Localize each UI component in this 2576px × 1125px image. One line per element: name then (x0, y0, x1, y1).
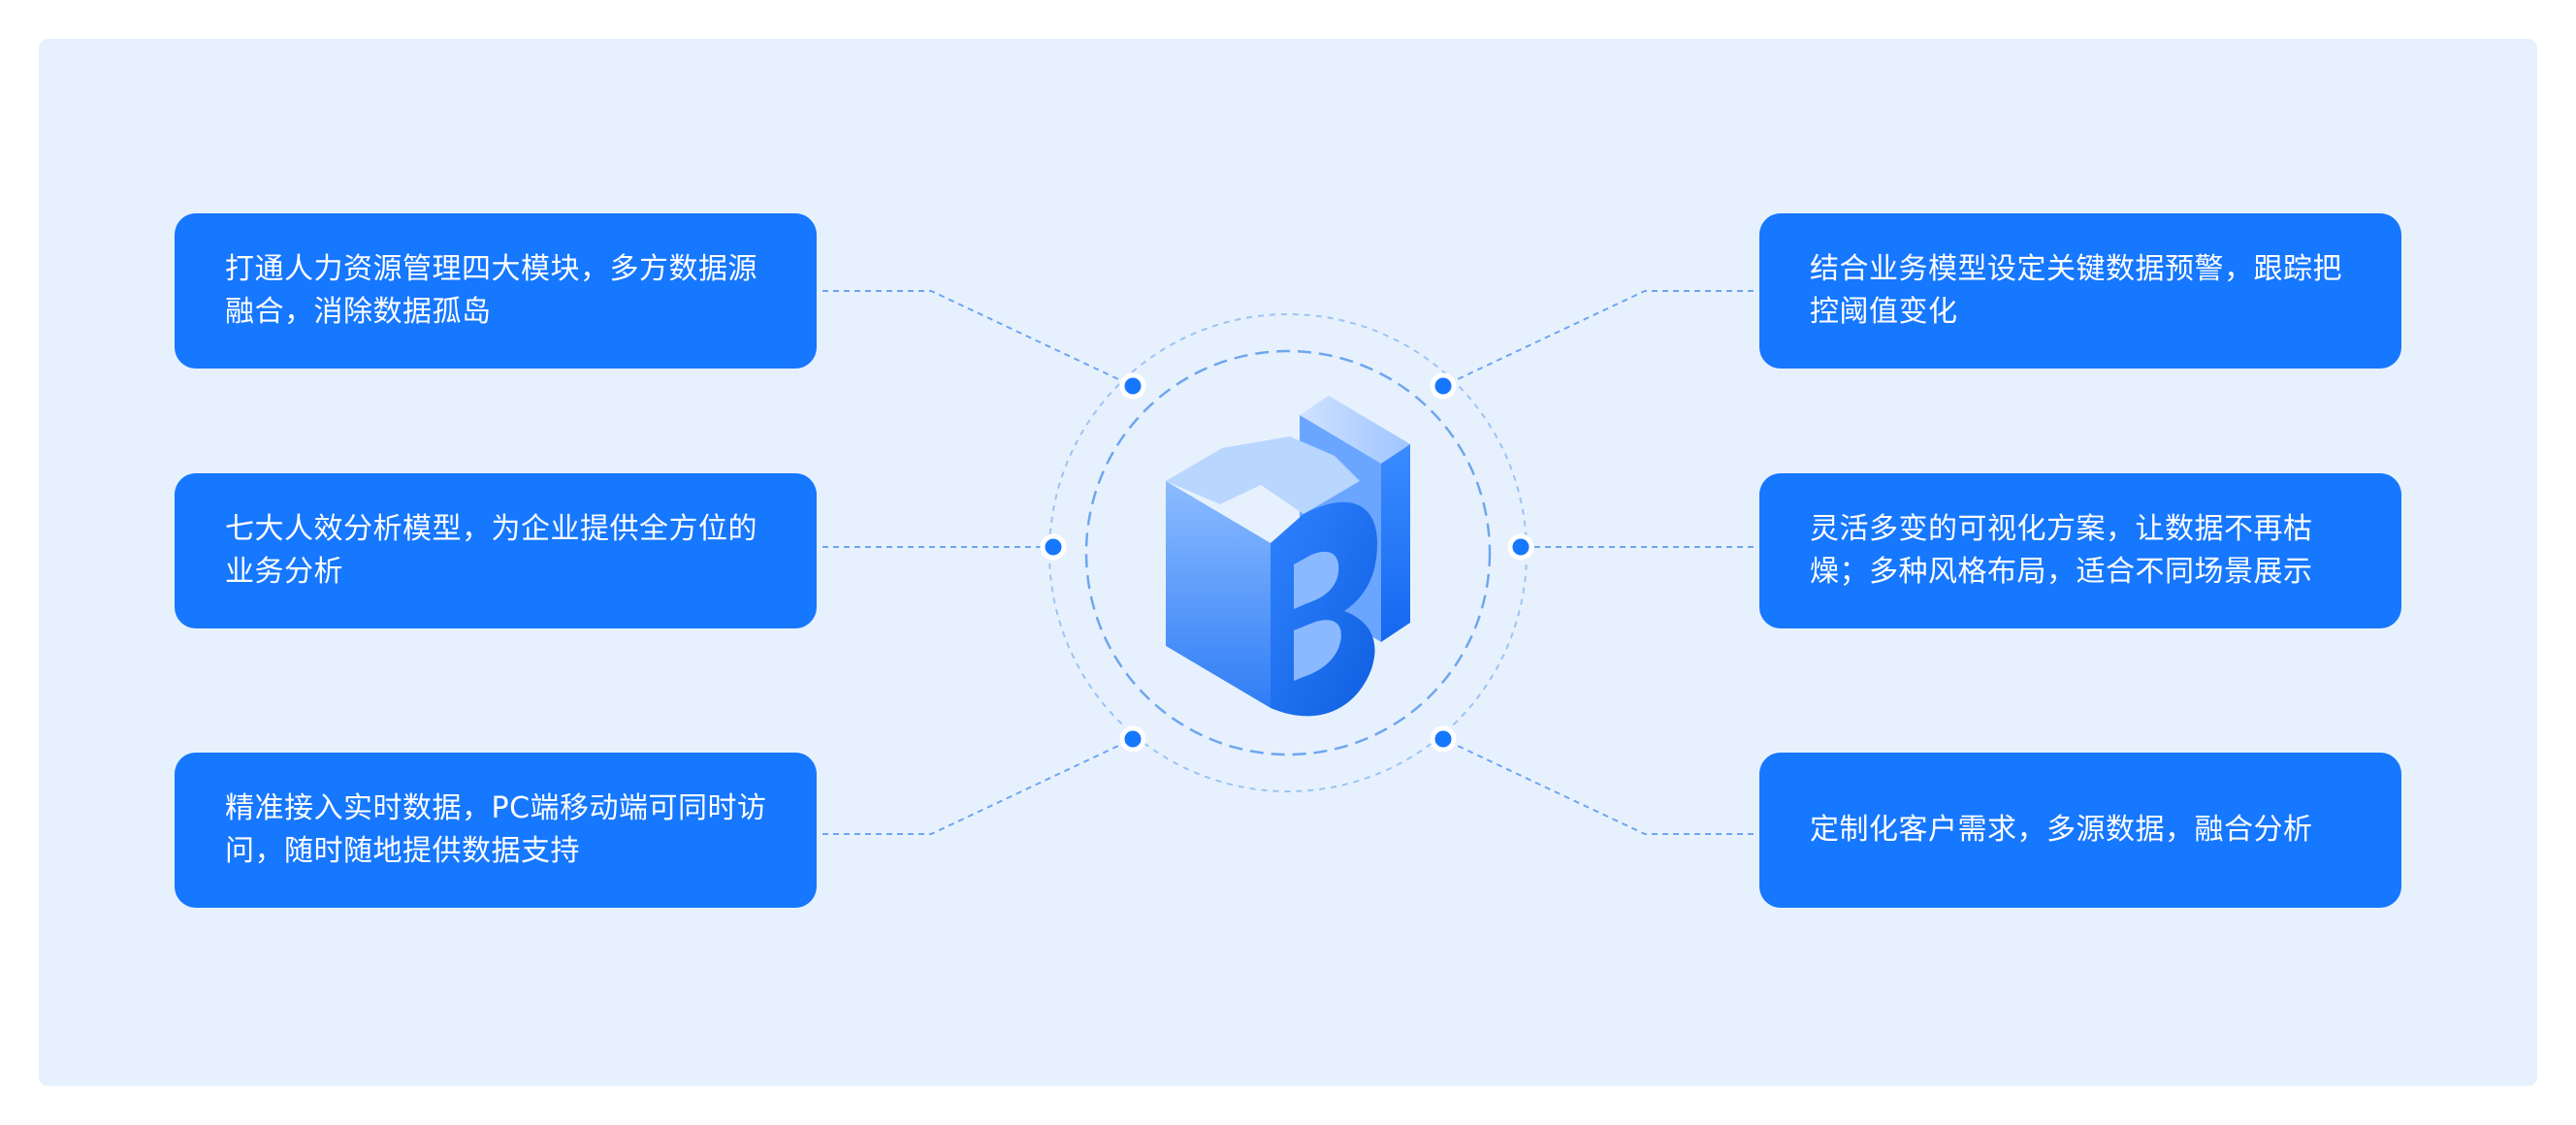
feature-card-right-2: 灵活多变的可视化方案，让数据不再枯燥；多种风格布局，适合不同场景展示 (1759, 473, 2401, 628)
feature-text: 打通人力资源管理四大模块，多方数据源融合，消除数据孤岛 (225, 252, 757, 329)
connector-dot-right-2 (1507, 533, 1534, 561)
feature-text: 结合业务模型设定关键数据预警，跟踪把控阈值变化 (1810, 252, 2342, 329)
feature-text: 精准接入实时数据，PC端移动端可同时访问，随时随地提供数据支持 (225, 791, 767, 868)
feature-text: 灵活多变的可视化方案，让数据不再枯燥；多种风格布局，适合不同场景展示 (1810, 512, 2313, 589)
connector-left-1 (822, 290, 1134, 387)
feature-card-left-3: 精准接入实时数据，PC端移动端可同时访问，随时随地提供数据支持 (175, 753, 817, 908)
feature-card-left-1: 打通人力资源管理四大模块，多方数据源融合，消除数据孤岛 (175, 213, 817, 369)
connector-dot-right-1 (1430, 372, 1457, 400)
feature-card-left-2: 七大人效分析模型，为企业提供全方位的业务分析 (175, 473, 817, 628)
connector-right-3 (1442, 738, 1754, 835)
connector-left-3 (822, 738, 1134, 835)
connector-dot-left-2 (1040, 533, 1067, 561)
feature-text: 定制化客户需求，多源数据，融合分析 (1810, 813, 2313, 847)
feature-card-right-3: 定制化客户需求，多源数据，融合分析 (1759, 753, 2401, 908)
inner-ring (1084, 349, 1492, 756)
connector-dot-left-3 (1119, 725, 1146, 753)
connector-right-1 (1442, 290, 1754, 387)
feature-card-right-1: 结合业务模型设定关键数据预警，跟踪把控阈值变化 (1759, 213, 2401, 369)
connector-dot-left-1 (1119, 372, 1146, 400)
feature-text: 七大人效分析模型，为企业提供全方位的业务分析 (225, 512, 757, 589)
connector-dot-right-3 (1430, 725, 1457, 753)
